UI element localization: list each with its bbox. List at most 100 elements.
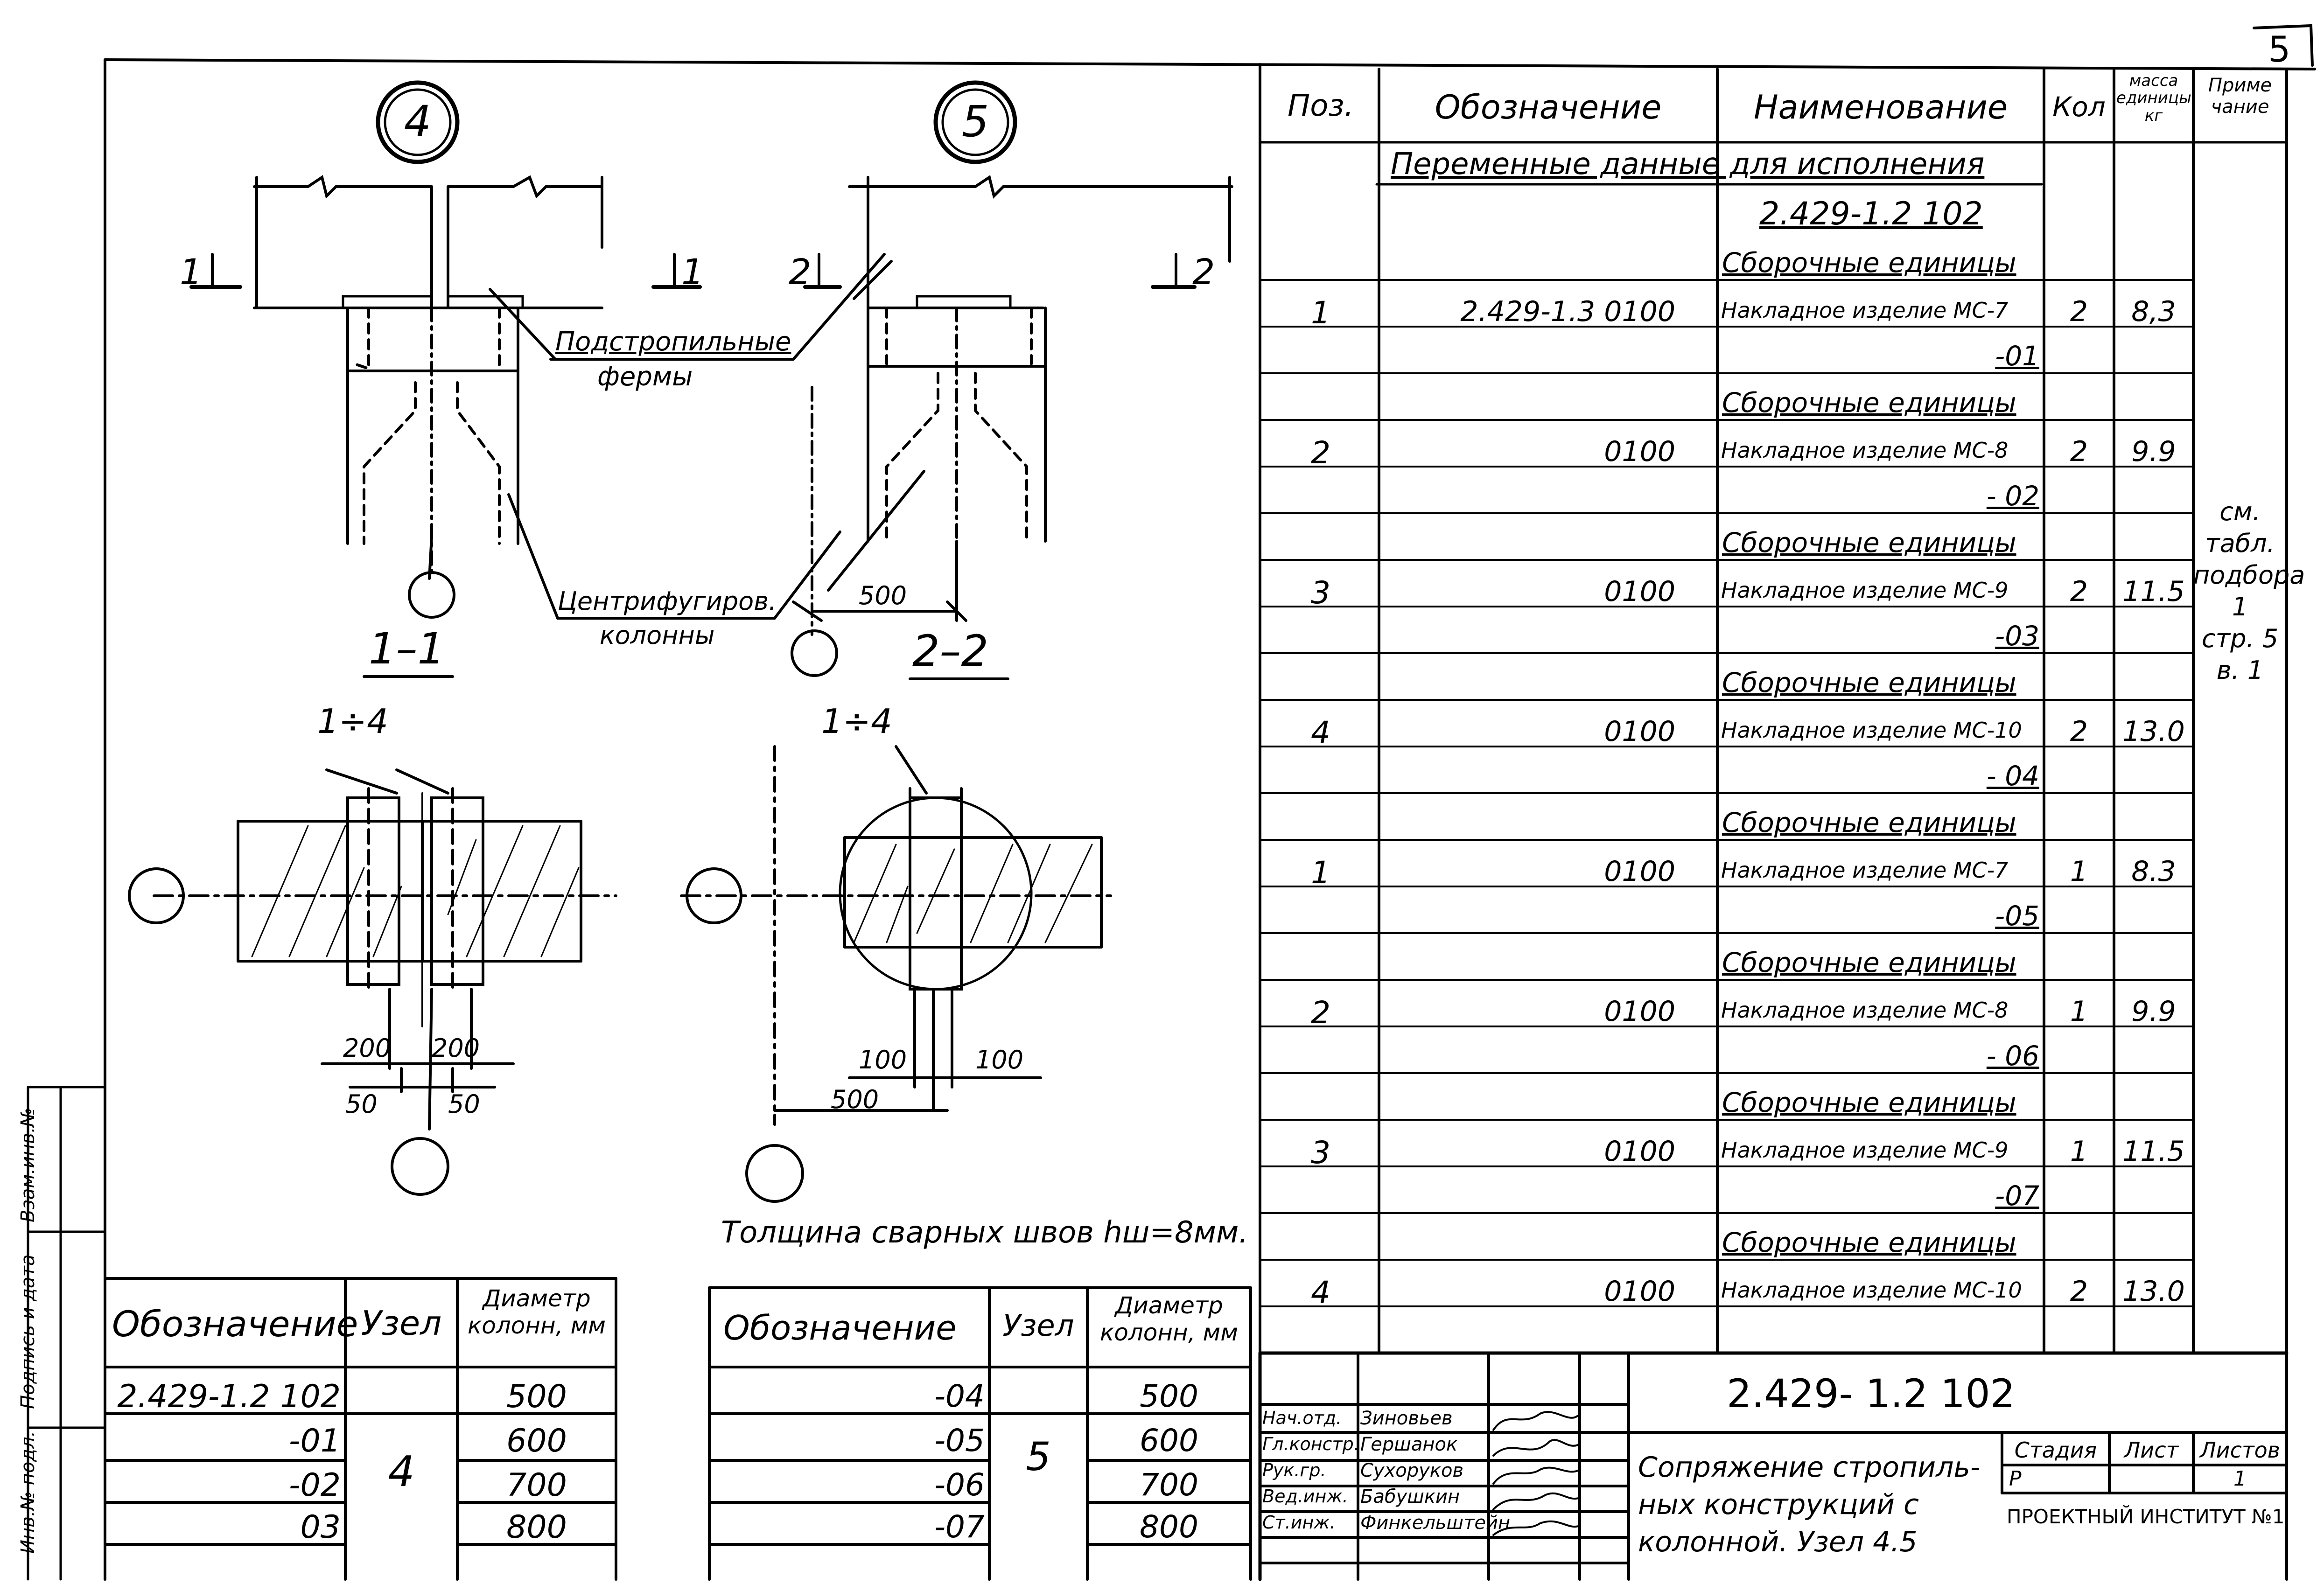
dim-plan4-50b: 50	[448, 1089, 480, 1119]
stage-header: Стадия	[2014, 1437, 2097, 1463]
spec-pos: 4	[1311, 715, 1330, 751]
person-role: Вед.инж.	[1262, 1486, 1348, 1507]
spec-variant: - 04	[1986, 760, 2039, 792]
sheets-value: 1	[2233, 1467, 2247, 1491]
spec-pos: 4	[1311, 1275, 1330, 1311]
side-stamp-sign: Подпись и дата	[17, 1254, 39, 1409]
side-stamp-repl: Взам.инв.№	[17, 1107, 39, 1222]
spec-header-note: Приме чание	[2208, 75, 2272, 118]
right_table-designation: -06	[934, 1467, 985, 1503]
person-role: Нач.отд.	[1262, 1408, 1342, 1428]
spec-subheading: Сборочные единицы	[1722, 667, 2016, 698]
spec-designation: 0100	[1604, 1275, 1675, 1308]
left_table-designation: 2.429-1.2 102	[117, 1378, 341, 1415]
person-name: Гершанок	[1360, 1434, 1458, 1455]
right_table-diameter: 500	[1140, 1378, 1198, 1414]
plan5-range: 1÷4	[821, 702, 892, 741]
person-name: Зиновьев	[1360, 1408, 1453, 1429]
title-line-2: ных конструкций с	[1638, 1488, 1919, 1521]
spec-name: Накладное изделие МС-9	[1721, 1137, 2009, 1163]
spec-header-qty: Кол	[2052, 91, 2106, 123]
spec-name: Накладное изделие МС-9	[1721, 578, 2009, 603]
left_table-designation: -02	[288, 1467, 341, 1504]
columns-callout-1: Центрифугиров.	[558, 586, 777, 616]
spec-qty: 1	[2070, 995, 2088, 1028]
person-name: Бабушкин	[1360, 1486, 1460, 1507]
spec-qty: 2	[2070, 295, 2088, 328]
spec-qty: 1	[2070, 1135, 2088, 1168]
right_table-designation: -07	[934, 1509, 985, 1545]
dim-plan4-50a: 50	[345, 1089, 378, 1119]
sheets-header: Листов	[2200, 1437, 2280, 1463]
spec-note-line: см.	[2219, 497, 2261, 526]
spec-mass: 13.0	[2122, 1275, 2185, 1308]
dim-plan5-500: 500	[831, 1085, 879, 1114]
left_table-designation: -01	[288, 1423, 341, 1459]
right_table-designation: -04	[934, 1378, 985, 1414]
trusses-callout-2: фермы	[597, 362, 693, 392]
section-2-2-title: 2–2	[912, 626, 989, 676]
right-table-header-node: Узел	[1002, 1309, 1074, 1343]
person-name: Финкельштейн	[1360, 1512, 1511, 1534]
weld-note: Толщина сварных швов hш=8мм.	[721, 1215, 1248, 1250]
spec-variant: -01	[1995, 340, 2039, 372]
spec-subheading: Сборочные единицы	[1722, 807, 2016, 838]
spec-subheading: Сборочные единицы	[1722, 387, 2016, 419]
spec-name: Накладное изделие МС-10	[1721, 718, 2022, 743]
dim-plan5-100b: 100	[975, 1045, 1024, 1075]
spec-name: Накладное изделие МС-8	[1721, 438, 2009, 463]
left_table-diameter: 700	[506, 1467, 567, 1504]
spec-mass: 11.5	[2122, 575, 2185, 608]
spec-mass: 8.3	[2131, 855, 2176, 888]
spec-subheading: Сборочные единицы	[1722, 527, 2016, 558]
spec-pos: 3	[1311, 1135, 1330, 1171]
right-table-node: 5	[1026, 1434, 1051, 1479]
sheet-header: Лист	[2124, 1437, 2179, 1463]
spec-variant: -05	[1995, 900, 2039, 932]
spec-qty: 1	[2070, 855, 2088, 888]
spec-subheading: Сборочные единицы	[1722, 247, 2016, 279]
stage-value: Р	[2009, 1467, 2022, 1491]
trusses-callout-1: Подстропильные	[555, 327, 791, 357]
spec-name: Накладное изделие МС-7	[1721, 298, 2009, 323]
spec-designation: 0100	[1604, 995, 1675, 1028]
spec-doc-code: 2.429-1.2 102	[1759, 195, 1983, 232]
spec-subheading: Сборочные единицы	[1722, 947, 2016, 978]
dim-sec2-500: 500	[859, 581, 907, 610]
title-line-1: Сопряжение стропиль-	[1638, 1451, 1981, 1484]
side-stamp-inv: Инв.№ подл.	[17, 1430, 39, 1554]
title-code: 2.429- 1.2 102	[1727, 1371, 2016, 1417]
right-table-header-designation: Обозначение	[723, 1308, 957, 1347]
dim-plan4-200b: 200	[432, 1033, 480, 1063]
spec-designation: 0100	[1604, 1135, 1675, 1168]
spec-note-line: подбора	[2193, 560, 2305, 590]
spec-note-line: табл.	[2205, 529, 2275, 558]
right_table-diameter: 700	[1140, 1467, 1198, 1503]
spec-mass: 11.5	[2122, 1135, 2185, 1168]
spec-variant: - 02	[1986, 480, 2039, 512]
node-5-label: 5	[961, 97, 989, 147]
organization: ПРОЕКТНЫЙ ИНСТИТУТ №1	[2007, 1505, 2285, 1528]
spec-pos: 2	[1311, 995, 1330, 1031]
left-table-node: 4	[388, 1447, 415, 1496]
spec-pos: 1	[1311, 295, 1330, 331]
plan4-range: 1÷4	[317, 702, 388, 741]
right-table-header-diameter: Диаметр колонн, мм	[1100, 1292, 1238, 1346]
spec-name: Накладное изделие МС-8	[1721, 998, 2009, 1023]
spec-mass: 9.9	[2131, 435, 2176, 468]
spec-variable-data: Переменные данные для исполнения	[1391, 147, 1985, 181]
cut-2-left: 2	[789, 251, 812, 293]
spec-designation: 0100	[1604, 715, 1675, 748]
spec-mass: 13.0	[2122, 715, 2185, 748]
node-4-label: 4	[404, 97, 432, 147]
cut-1-right: 1	[681, 251, 704, 293]
sheet-number: 5	[2268, 28, 2291, 70]
spec-designation: 0100	[1604, 575, 1675, 608]
spec-qty: 2	[2070, 715, 2088, 748]
title-line-3: колонной. Узел 4.5	[1638, 1526, 1918, 1558]
person-role: Гл.констр.	[1262, 1434, 1359, 1454]
left_table-diameter: 500	[506, 1378, 567, 1415]
dim-plan5-100a: 100	[859, 1045, 907, 1075]
spec-mass: 8,3	[2131, 295, 2176, 328]
spec-header-pos: Поз.	[1288, 89, 1354, 123]
